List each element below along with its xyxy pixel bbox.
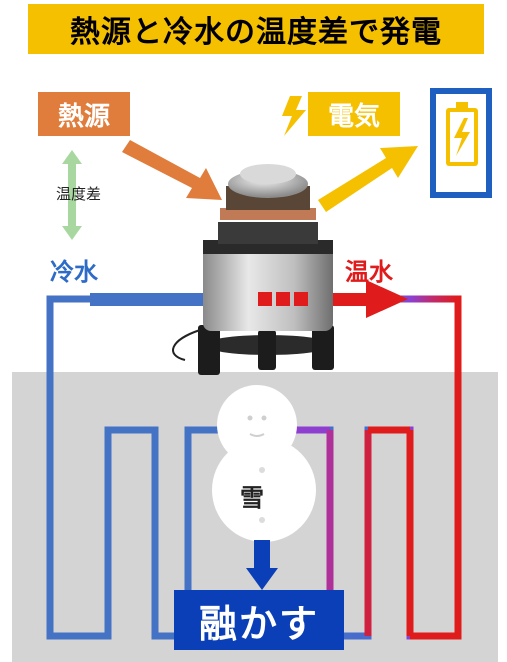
heat-arrow (122, 140, 222, 200)
electricity-arrow (318, 146, 418, 212)
page-title: 熱源と冷水の温度差で発電 (28, 4, 484, 54)
melt-arrow (246, 540, 278, 590)
battery-icon (430, 88, 492, 198)
double-arrow-icon (62, 150, 82, 240)
melt-label: 融かす (174, 590, 344, 650)
lightning-icon (282, 96, 306, 136)
generator-device (172, 164, 334, 375)
electricity-label: 電気 (308, 92, 400, 136)
snowman-icon (212, 385, 316, 542)
warm-water-label: 温水 (345, 258, 393, 286)
heat-source-label: 熱源 (38, 92, 130, 136)
temp-diff-label: 温度差 (56, 185, 102, 203)
cold-water-label: 冷水 (50, 258, 98, 286)
snow-label: 雪 (240, 484, 264, 512)
